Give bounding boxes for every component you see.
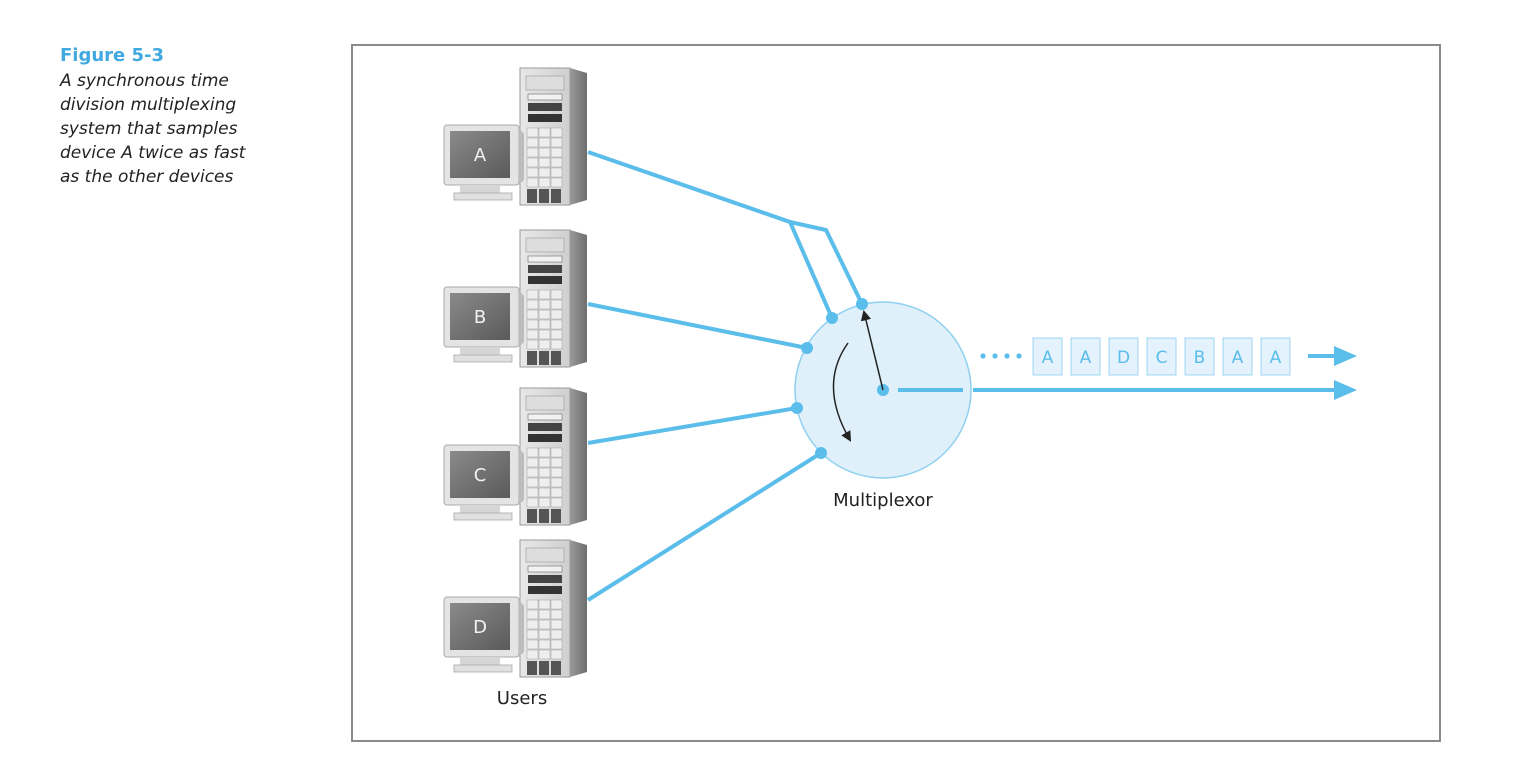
slot-label: C bbox=[1156, 348, 1168, 368]
monitor-icon: D bbox=[443, 596, 524, 673]
figure-label: Figure 5-3 bbox=[60, 45, 165, 66]
slot-box bbox=[1260, 337, 1291, 376]
figure-caption: Figure 5-3 A synchronous time division m… bbox=[60, 45, 300, 189]
frame-slot: A bbox=[1032, 337, 1063, 376]
monitor-icon: A bbox=[443, 124, 524, 201]
slot-label: A bbox=[1270, 348, 1282, 368]
server-tower-icon bbox=[519, 229, 587, 368]
caption-line: system that samples bbox=[60, 119, 238, 139]
stream-arrowhead bbox=[1334, 346, 1357, 366]
frame-slot: A bbox=[1222, 337, 1253, 376]
input-port-d bbox=[815, 447, 827, 459]
device-b: B bbox=[443, 229, 587, 368]
user-devices: A B C D bbox=[443, 67, 587, 678]
server-tower-icon bbox=[519, 387, 587, 526]
slot-label: D bbox=[1117, 348, 1130, 368]
input-port-a1 bbox=[826, 312, 838, 324]
slot-box bbox=[1184, 337, 1215, 376]
device-label: B bbox=[474, 307, 486, 328]
multiplexor: Multiplexor bbox=[791, 298, 972, 511]
rotation-arrow bbox=[832, 342, 852, 442]
monitor-icon: C bbox=[443, 444, 524, 521]
users-label: Users bbox=[497, 688, 547, 709]
slot-label: A bbox=[1232, 348, 1244, 368]
slot-box bbox=[1070, 337, 1101, 376]
ellipsis-dots bbox=[980, 353, 1022, 359]
slot-label: A bbox=[1042, 348, 1054, 368]
output-link bbox=[973, 380, 1357, 400]
device-label: A bbox=[474, 145, 487, 166]
line-device-c bbox=[587, 406, 798, 445]
caption-line: division multiplexing bbox=[60, 95, 237, 115]
device-c: C bbox=[443, 387, 587, 526]
slot-box bbox=[1108, 337, 1139, 376]
slot-box bbox=[1032, 337, 1063, 376]
line-device-b bbox=[587, 302, 808, 350]
frame-slot: A bbox=[1260, 337, 1291, 376]
device-d: D bbox=[443, 539, 587, 678]
frame-slot: D bbox=[1108, 337, 1139, 376]
connection-lines bbox=[586, 150, 864, 602]
multiplexor-label: Multiplexor bbox=[833, 490, 933, 511]
frame-slot: A bbox=[1070, 337, 1101, 376]
monitor-icon: B bbox=[443, 286, 524, 363]
device-a: A bbox=[443, 67, 587, 206]
input-port-b bbox=[801, 342, 813, 354]
input-port-a2 bbox=[856, 298, 868, 310]
slot-box bbox=[1222, 337, 1253, 376]
slot-box bbox=[1146, 337, 1177, 376]
frame-slot: B bbox=[1184, 337, 1215, 376]
line-device-a bbox=[587, 150, 834, 319]
slot-label: A bbox=[1080, 348, 1092, 368]
caption-line: A synchronous time bbox=[60, 71, 229, 91]
line-device-d bbox=[586, 451, 823, 602]
line-device-a-second bbox=[789, 220, 864, 305]
device-label: C bbox=[474, 465, 487, 486]
input-port-c bbox=[791, 402, 803, 414]
server-tower-icon bbox=[519, 539, 587, 678]
device-label: D bbox=[473, 617, 487, 638]
frame-slot: C bbox=[1146, 337, 1177, 376]
slot-label: B bbox=[1194, 348, 1206, 368]
caption-line: device A twice as fast bbox=[60, 143, 246, 163]
server-tower-icon bbox=[519, 67, 587, 206]
rotor-pointer-arrow bbox=[860, 309, 884, 391]
figure-caption-text: A synchronous time division multiplexing… bbox=[60, 69, 300, 189]
caption-line: as the other devices bbox=[60, 167, 234, 187]
output-arrowhead bbox=[1334, 380, 1357, 400]
